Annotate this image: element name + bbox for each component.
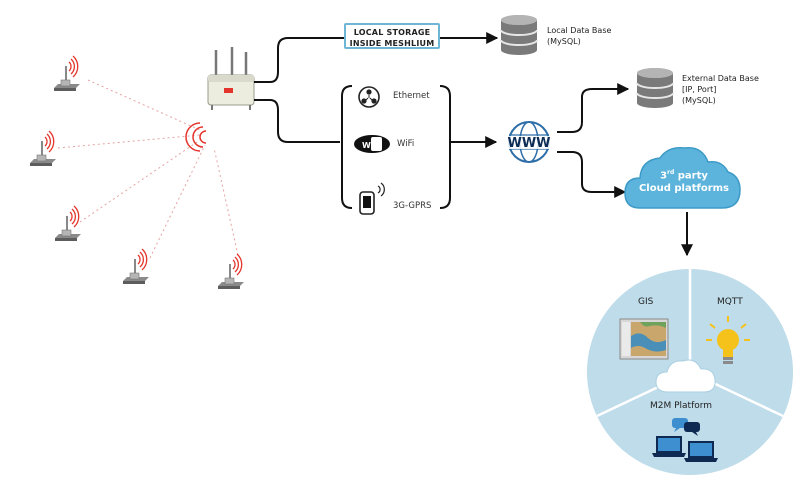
mqtt-label: MQTT: [717, 297, 743, 307]
local-db-label: Local Data Base (MySQL): [547, 25, 611, 47]
storage-line-2: INSIDE MESHLIUM: [349, 39, 435, 48]
sensor-node-icon: [53, 55, 81, 92]
gis-map-icon: [619, 318, 669, 360]
sensor-node-icon: [217, 253, 245, 290]
cloud-ordinal-suffix: rd: [667, 169, 675, 176]
lightbulb-icon: [706, 316, 750, 364]
sensor-node-icon: [54, 205, 82, 242]
external-db-ip-port: [IP, Port]: [682, 85, 717, 94]
local-db-title: Local Data Base: [547, 26, 612, 35]
cloud-platforms-label: 3rd party Cloud platforms: [632, 166, 736, 195]
ethernet-icon: [358, 86, 380, 108]
mesh-links: [57, 79, 239, 259]
gprs-label: 3G-GPRS: [393, 201, 432, 211]
ethernet-label: Ethernet: [393, 91, 430, 101]
svg-text:WWW: WWW: [507, 136, 550, 151]
cloud-party-text: party: [674, 170, 708, 182]
storage-line-1: LOCAL STORAGE: [353, 28, 431, 37]
www-connectors: [557, 83, 630, 198]
local-storage-box: LOCAL STORAGE INSIDE MESHLIUM: [344, 23, 440, 49]
local-db-subtitle: (MySQL): [547, 37, 581, 46]
wifi-logo-icon: WiFi: [354, 135, 390, 153]
m2m-label: M2M Platform: [650, 401, 713, 411]
local-db-icon: [500, 14, 538, 56]
cloud-ordinal-number: 3: [660, 170, 668, 182]
www-globe-icon: WWW: [501, 121, 557, 163]
external-db-mysql: (MySQL): [682, 96, 716, 105]
meshlium-gateway-icon: [207, 47, 255, 110]
gateway-signal-icon: [185, 122, 207, 152]
sensor-node-icon: [122, 248, 150, 285]
cloud-icon: [624, 146, 741, 209]
cloud-platforms-text: Cloud platforms: [638, 183, 730, 195]
gis-label: GIS: [638, 297, 654, 307]
external-db-icon: [636, 67, 674, 109]
sensor-node-icon: [29, 130, 57, 167]
external-db-title: External Data Base: [682, 74, 759, 83]
external-db-label: External Data Base [IP, Port] (MySQL): [682, 73, 759, 106]
mobile-phone-icon: [359, 182, 385, 215]
laptops-chat-icon: [652, 418, 718, 462]
gateway-connectors: [254, 37, 344, 143]
center-cloud-icon: [655, 359, 716, 393]
interfaces-bracket: [341, 85, 451, 209]
wifi-label: WiFi: [397, 139, 415, 149]
svg-text:WiFi: WiFi: [362, 141, 382, 150]
